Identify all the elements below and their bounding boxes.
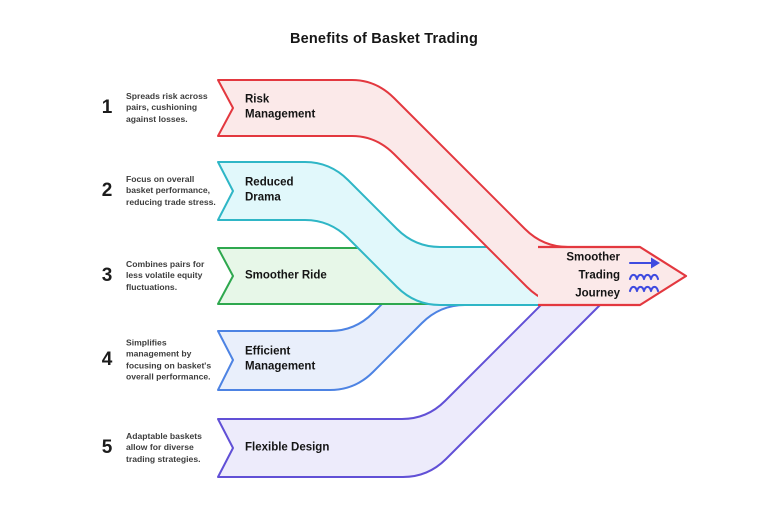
flow-description-4: Simplifies management by focusing on bas… [126, 337, 212, 382]
result-label-line: Journey [575, 286, 620, 299]
result-label-smoother-trading-journey: Smoother Trading Journey [498, 249, 620, 302]
flow-label-line: Risk [245, 93, 270, 106]
result-label-line: Smoother [566, 251, 620, 264]
flow-label-flexible-design: Flexible Design [245, 440, 357, 455]
flow-label-line: Smoother Ride [245, 269, 327, 282]
flow-label-reduced-drama: Reduced Drama [245, 176, 357, 207]
flow-description-3: Combines pairs for less volatile equity … [126, 258, 205, 292]
flow-number-3: 3 [101, 265, 113, 286]
flow-number-4: 4 [101, 349, 113, 370]
flow-label-line: Management [245, 361, 316, 373]
flow-label-line: Reduced [245, 176, 294, 189]
flow-number-5: 5 [101, 437, 113, 458]
wave-line-1 [628, 273, 660, 281]
flow-label-line: Efficient [245, 345, 291, 358]
wave-line-2 [628, 285, 660, 293]
result-arrow-body [538, 247, 686, 305]
flow-number-1: 1 [101, 97, 113, 118]
flow-label-efficient-management: Efficient Management [245, 345, 357, 376]
flow-label-line: Drama [245, 192, 281, 204]
right-arrow-head [651, 257, 660, 269]
flow-label-line: Management [245, 109, 316, 121]
flow-description-1: Spreads risk across pairs, cushioning ag… [126, 90, 208, 124]
flow-description-2: Focus on overall basket performance, red… [126, 173, 216, 207]
flow-ribbon-flexible-design [217, 249, 601, 478]
flow-label-risk-management: Risk Management [245, 93, 357, 124]
page-title: Benefits of Basket Trading [289, 31, 479, 47]
waves-arrow-icon [628, 257, 660, 293]
result-arrow-outline [538, 245, 688, 307]
result-label-line: Trading [578, 269, 620, 282]
flow-label-smoother-ride: Smoother Ride [245, 268, 357, 283]
flow-label-line: Flexible Design [245, 441, 330, 454]
flow-number-2: 2 [101, 180, 113, 201]
flow-description-5: Adaptable baskets allow for diverse trad… [126, 430, 202, 464]
